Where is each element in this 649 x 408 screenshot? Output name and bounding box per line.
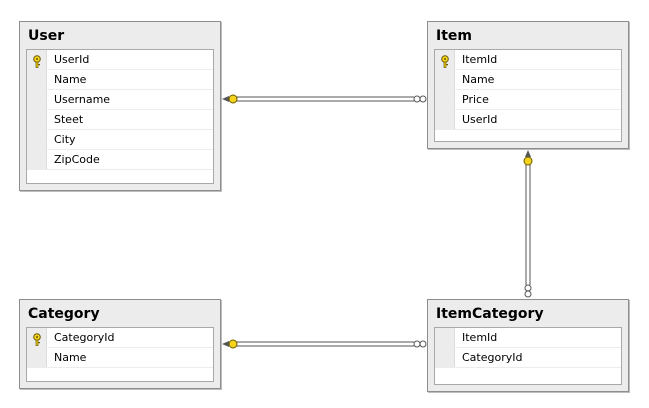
column-row[interactable]: UserId bbox=[435, 110, 621, 130]
column-name: CategoryId bbox=[54, 331, 115, 344]
column-row[interactable]: Price bbox=[435, 90, 621, 110]
column-row[interactable]: ItemId bbox=[435, 50, 621, 70]
primary-key-icon bbox=[32, 53, 42, 68]
column-name: UserId bbox=[462, 113, 498, 126]
row-selector bbox=[27, 328, 47, 347]
table-title: Item bbox=[436, 28, 472, 44]
column-row[interactable]: ItemId bbox=[435, 328, 621, 348]
many-end-icon bbox=[419, 95, 427, 103]
one-end-key-icon bbox=[228, 339, 238, 349]
many-end-icon bbox=[413, 340, 421, 348]
column-row[interactable]: City bbox=[27, 130, 213, 150]
relationship-item-itemcategory bbox=[523, 150, 533, 298]
column-name: ZipCode bbox=[54, 153, 100, 166]
arrow-left-icon bbox=[222, 96, 229, 102]
arrow-left-icon bbox=[222, 341, 229, 347]
row-selector bbox=[27, 90, 47, 109]
column-name: Price bbox=[462, 93, 489, 106]
column-row[interactable]: Name bbox=[27, 70, 213, 90]
column-name: UserId bbox=[54, 53, 90, 66]
row-selector bbox=[27, 110, 47, 129]
many-end-icon bbox=[413, 95, 421, 103]
row-selector bbox=[435, 50, 455, 69]
column-name: City bbox=[54, 133, 76, 146]
column-name: Username bbox=[54, 93, 111, 106]
arrow-up-icon bbox=[525, 150, 531, 157]
column-row[interactable]: Name bbox=[435, 70, 621, 90]
row-selector bbox=[27, 130, 47, 149]
column-row[interactable]: CategoryId bbox=[27, 328, 213, 348]
row-selector bbox=[27, 348, 47, 367]
row-selector bbox=[27, 70, 47, 89]
row-selector bbox=[27, 150, 47, 169]
table-title: ItemCategory bbox=[436, 306, 544, 322]
column-name: Name bbox=[54, 351, 87, 364]
column-row[interactable]: CategoryId bbox=[435, 348, 621, 368]
many-end-icon bbox=[524, 284, 532, 292]
row-selector bbox=[435, 110, 455, 129]
column-row[interactable]: UserId bbox=[27, 50, 213, 70]
column-name: Name bbox=[462, 73, 495, 86]
many-end-icon bbox=[524, 290, 532, 298]
table-title: Category bbox=[28, 306, 100, 322]
primary-key-icon bbox=[440, 53, 450, 68]
column-name: ItemId bbox=[462, 331, 498, 344]
primary-key-icon bbox=[32, 331, 42, 346]
column-name: ItemId bbox=[462, 53, 498, 66]
column-row[interactable]: Name bbox=[27, 348, 213, 368]
one-end-key-icon bbox=[228, 94, 238, 104]
column-row[interactable]: Steet bbox=[27, 110, 213, 130]
relationship-user-item bbox=[222, 94, 427, 104]
row-selector bbox=[27, 50, 47, 69]
row-selector bbox=[435, 348, 455, 367]
column-name: CategoryId bbox=[462, 351, 523, 364]
many-end-icon bbox=[419, 340, 427, 348]
row-selector bbox=[435, 70, 455, 89]
column-name: Name bbox=[54, 73, 87, 86]
row-selector bbox=[435, 328, 455, 347]
column-row[interactable]: Username bbox=[27, 90, 213, 110]
row-selector bbox=[435, 90, 455, 109]
relationship-category-itemcategory bbox=[222, 339, 427, 349]
one-end-key-icon bbox=[523, 156, 533, 166]
table-title: User bbox=[28, 28, 65, 44]
column-row[interactable]: ZipCode bbox=[27, 150, 213, 170]
column-name: Steet bbox=[54, 113, 84, 126]
